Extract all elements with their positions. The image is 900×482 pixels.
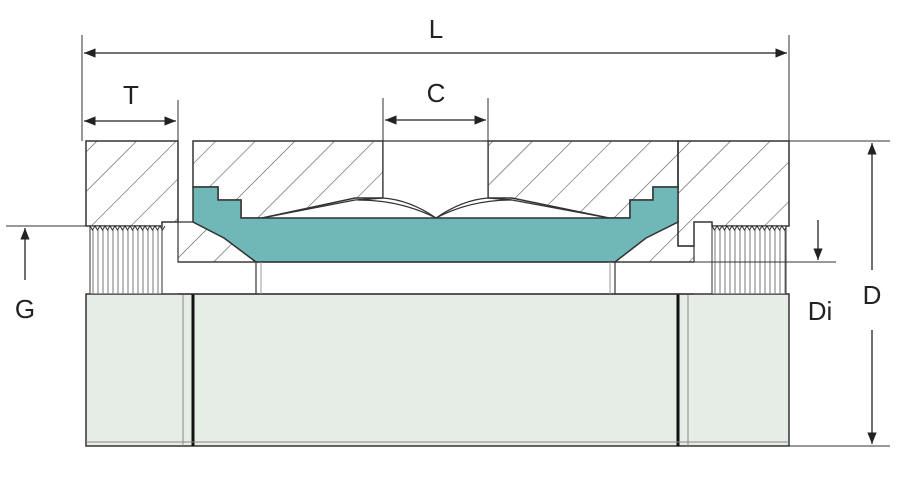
label-C: C	[427, 78, 446, 108]
dimension-L: L	[81, 14, 790, 141]
label-T: T	[123, 80, 139, 110]
label-D: D	[863, 280, 882, 310]
inner-passage	[178, 261, 694, 295]
label-Di: Di	[808, 296, 833, 326]
dimension-G: G	[6, 225, 90, 324]
left-wall-section	[85, 140, 179, 227]
label-G: G	[15, 294, 35, 324]
thread-left	[89, 225, 166, 295]
lower-body-outline	[85, 293, 790, 447]
thread-right	[711, 225, 788, 295]
dimension-Di: Di	[694, 220, 836, 326]
dimension-C: C	[382, 78, 489, 141]
dimension-D: D	[789, 140, 890, 447]
dimension-T: T	[84, 80, 179, 141]
seal-insert	[192, 186, 679, 263]
lower-body	[85, 293, 790, 447]
label-L: L	[429, 14, 443, 44]
